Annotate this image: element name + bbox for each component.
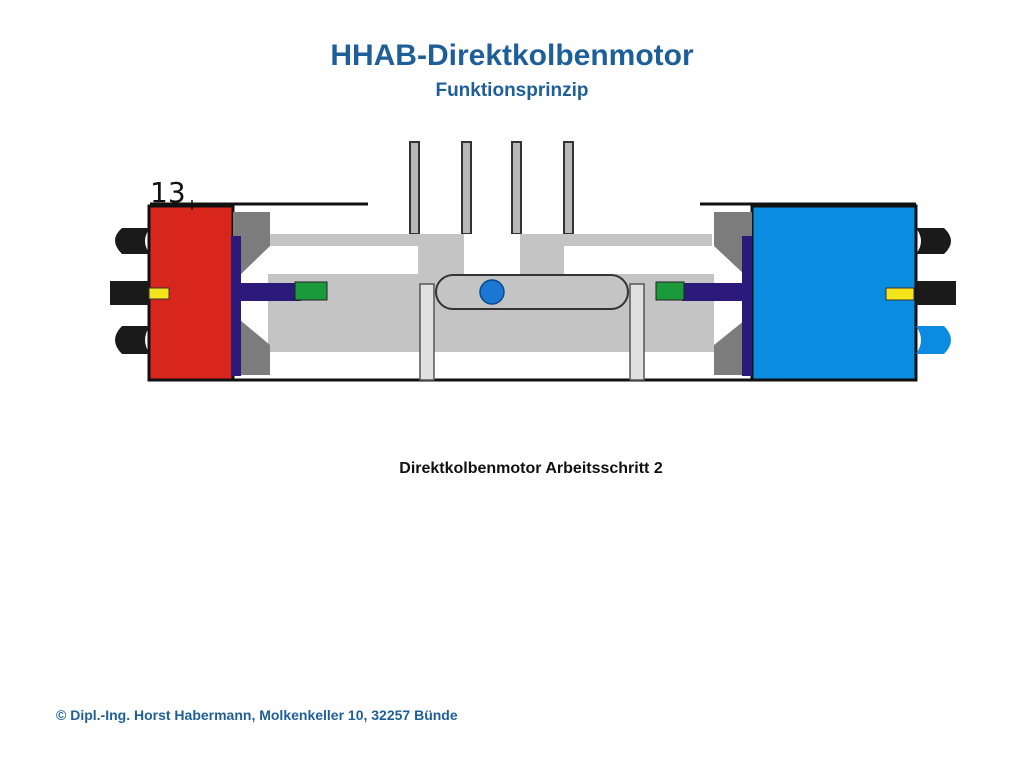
left-bracket-top-slant — [233, 246, 270, 275]
left-connector-bottom — [115, 326, 150, 354]
right-connector-bottom — [916, 326, 951, 354]
left-piston-rod — [241, 283, 301, 301]
right-guide-rail — [629, 283, 645, 381]
left-piston-plate — [231, 236, 241, 376]
crank-pin — [479, 279, 505, 305]
vertical-tube-3 — [511, 141, 522, 235]
left-connector-top — [115, 228, 150, 254]
left-connector-mid — [110, 281, 150, 305]
left-bracket-top — [233, 212, 270, 246]
diagram-caption: Direktkolbenmotor Arbeitsschritt 2 — [399, 460, 663, 477]
copyright-footer: © Dipl.-Ing. Horst Habermann, Molkenkell… — [56, 707, 458, 723]
right-connector-top — [916, 228, 951, 254]
right-connector-mid — [916, 281, 956, 305]
page-subtitle: Funktionsprinzip — [435, 80, 589, 101]
right-valve — [655, 281, 685, 301]
left-guide-rail — [419, 283, 435, 381]
vertical-tube-4 — [563, 141, 574, 235]
left-indicator — [148, 287, 170, 300]
right-piston-rod — [682, 283, 744, 301]
right-piston-plate — [742, 236, 752, 376]
crank-slot — [435, 274, 629, 310]
vertical-tube-1 — [409, 141, 420, 235]
left-bracket-bottom — [233, 320, 270, 375]
step-number: 13 — [150, 176, 186, 209]
left-valve — [294, 281, 328, 301]
right-indicator — [885, 287, 915, 301]
page-title: HHAB-Direktkolbenmotor — [330, 39, 694, 72]
vertical-tube-2 — [461, 141, 472, 235]
